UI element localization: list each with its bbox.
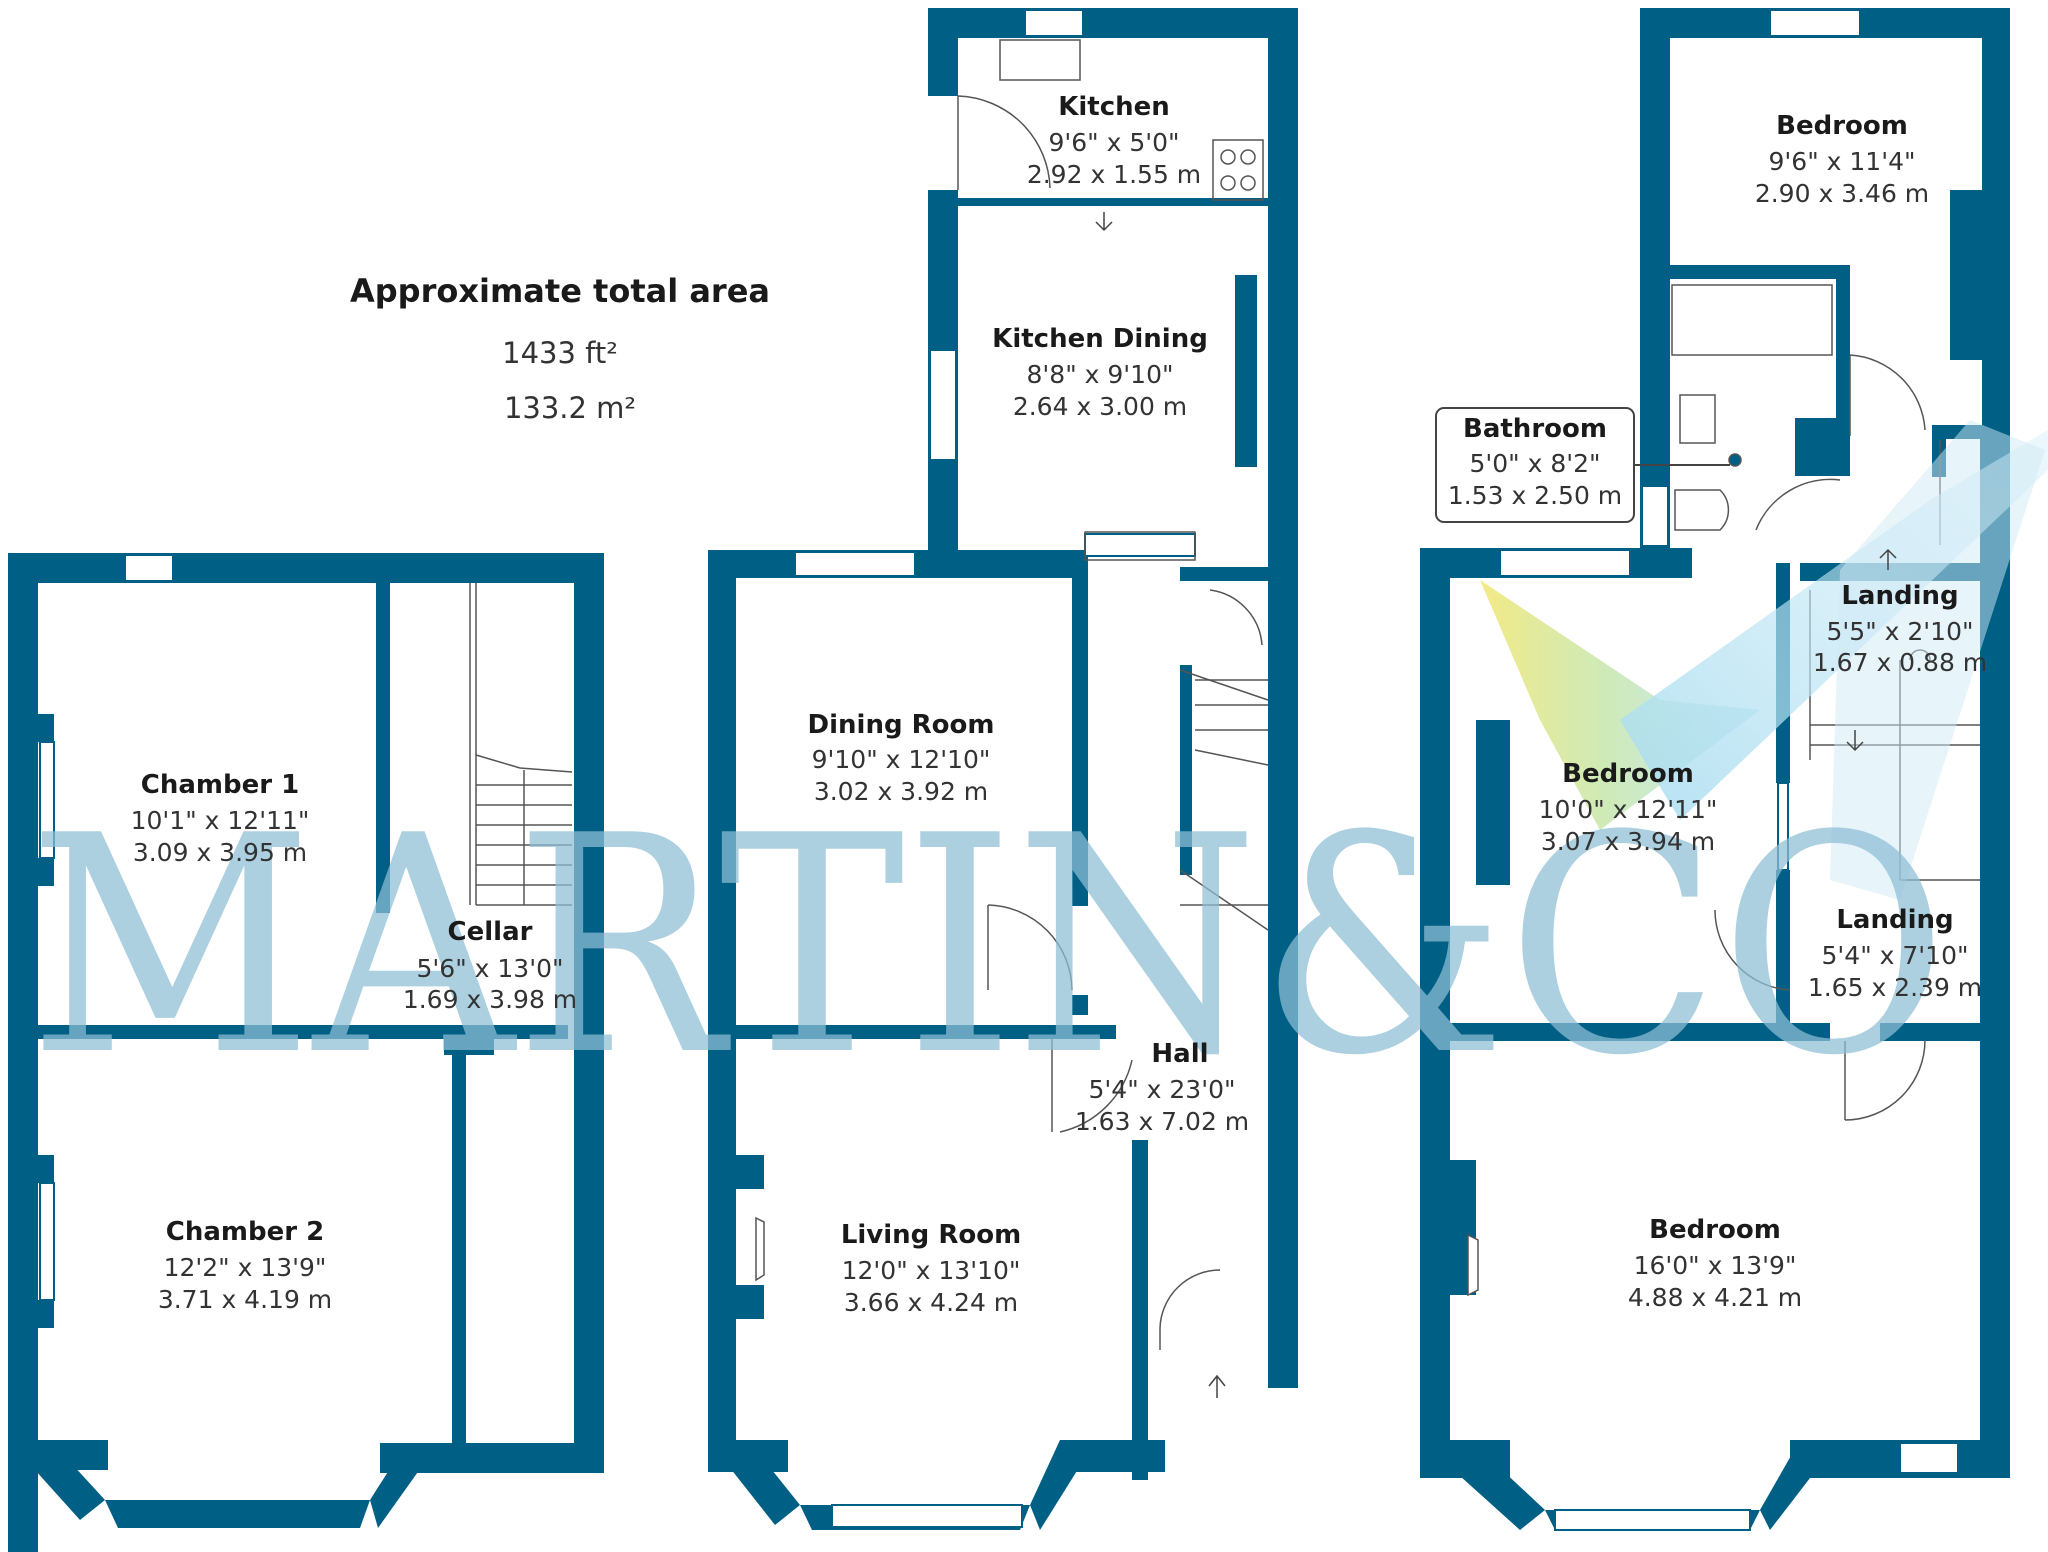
room-bathroom: Bathroom 5'0" x 8'2" 1.53 x 2.50 m [1448, 414, 1622, 510]
room-dims-imperial: 5'5" x 2'10" [1827, 617, 1974, 646]
room-name: Cellar [448, 917, 533, 947]
cellar-floor-walls [8, 553, 604, 1552]
room-chamber-1: Chamber 1 10'1" x 12'11" 3.09 x 3.95 m [131, 770, 310, 867]
room-dims-imperial: 5'0" x 8'2" [1469, 449, 1600, 478]
room-landing-upper: Landing 5'5" x 2'10" 1.67 x 0.88 m [1813, 581, 1987, 677]
room-dims-metric: 2.92 x 1.55 m [1027, 160, 1201, 189]
room-dims-imperial: 5'4" x 23'0" [1089, 1075, 1236, 1104]
room-dims-imperial: 16'0" x 13'9" [1634, 1251, 1797, 1280]
room-dims-metric: 1.65 x 2.39 m [1808, 973, 1982, 1002]
cellar-stairs [469, 583, 573, 906]
area-ft: 1433 ft² [502, 336, 618, 370]
room-name: Hall [1151, 1039, 1208, 1069]
room-name: Dining Room [808, 710, 995, 740]
cellar-floor-windows [39, 554, 174, 1301]
room-name: Bedroom [1649, 1215, 1781, 1245]
room-name: Kitchen Dining [992, 324, 1208, 354]
room-landing-lower: Landing 5'4" x 7'10" 1.65 x 2.39 m [1808, 905, 1982, 1002]
ground-floor-walls [708, 8, 1298, 1530]
room-dims-imperial: 9'6" x 11'4" [1769, 147, 1916, 176]
room-dims-imperial: 9'6" x 5'0" [1048, 128, 1179, 157]
room-dims-metric: 3.66 x 4.24 m [844, 1288, 1018, 1317]
room-dims-imperial: 5'6" x 13'0" [417, 954, 564, 983]
room-name: Kitchen [1058, 92, 1170, 122]
room-bedroom-rear: Bedroom 9'6" x 11'4" 2.90 x 3.46 m [1755, 111, 1929, 208]
room-bedroom-front: Bedroom 16'0" x 13'9" 4.88 x 4.21 m [1628, 1215, 1802, 1312]
room-dims-imperial: 12'2" x 13'9" [164, 1253, 327, 1282]
room-dims-metric: 4.88 x 4.21 m [1628, 1283, 1802, 1312]
room-dims-metric: 2.64 x 3.00 m [1013, 392, 1187, 421]
watermark-beam [1480, 420, 2048, 900]
room-dims-metric: 3.09 x 3.95 m [133, 838, 307, 867]
room-name: Landing [1836, 905, 1953, 935]
area-m: 133.2 m² [504, 391, 636, 425]
room-dims-metric: 1.69 x 3.98 m [403, 985, 577, 1014]
room-name: Chamber 1 [141, 770, 299, 800]
first-floor-windows [1499, 9, 1959, 1531]
room-dims-metric: 1.53 x 2.50 m [1448, 481, 1622, 510]
room-name: Chamber 2 [166, 1217, 324, 1247]
room-dims-metric: 1.63 x 7.02 m [1075, 1107, 1249, 1136]
room-dims-imperial: 9'10" x 12'10" [812, 745, 991, 774]
room-name: Bedroom [1562, 759, 1694, 789]
room-kitchen-dining: Kitchen Dining 8'8" x 9'10" 2.64 x 3.00 … [992, 324, 1208, 421]
room-dims-metric: 3.71 x 4.19 m [158, 1285, 332, 1314]
room-name: Landing [1841, 581, 1958, 611]
arrow-icons [1095, 212, 1897, 1398]
room-name: Living Room [841, 1220, 1021, 1250]
room-dims-metric: 3.02 x 3.92 m [814, 777, 988, 806]
room-dining: Dining Room 9'10" x 12'10" 3.02 x 3.92 m [808, 710, 995, 806]
area-title: Approximate total area [350, 272, 770, 310]
room-cellar: Cellar 5'6" x 13'0" 1.69 x 3.98 m [403, 917, 577, 1014]
room-living: Living Room 12'0" x 13'10" 3.66 x 4.24 m [841, 1220, 1021, 1317]
room-name: Bedroom [1776, 111, 1908, 141]
room-dims-metric: 1.67 x 0.88 m [1813, 648, 1987, 677]
room-kitchen: Kitchen 9'6" x 5'0" 2.92 x 1.55 m [1027, 92, 1201, 189]
ground-floor-fixtures [957, 39, 1269, 1350]
room-hall: Hall 5'4" x 23'0" 1.63 x 7.02 m [1075, 1039, 1249, 1136]
fireplace-marks [755, 1216, 1479, 1297]
room-dims-imperial: 8'8" x 9'10" [1027, 360, 1174, 389]
room-dims-metric: 2.90 x 3.46 m [1755, 179, 1929, 208]
watermark-text: MARTIN&CO [28, 772, 1948, 1121]
room-chamber-2: Chamber 2 12'2" x 13'9" 3.71 x 4.19 m [158, 1217, 332, 1314]
room-dims-metric: 3.07 x 3.94 m [1541, 827, 1715, 856]
room-bedroom-mid: Bedroom 10'0" x 12'11" 3.07 x 3.94 m [1539, 759, 1718, 856]
room-dims-imperial: 10'0" x 12'11" [1539, 795, 1718, 824]
room-dims-imperial: 12'0" x 13'10" [842, 1256, 1021, 1285]
room-dims-imperial: 10'1" x 12'11" [131, 806, 310, 835]
bathroom-callout [1435, 407, 1730, 523]
room-dims-imperial: 5'4" x 7'10" [1822, 941, 1969, 970]
room-name: Bathroom [1463, 414, 1607, 444]
